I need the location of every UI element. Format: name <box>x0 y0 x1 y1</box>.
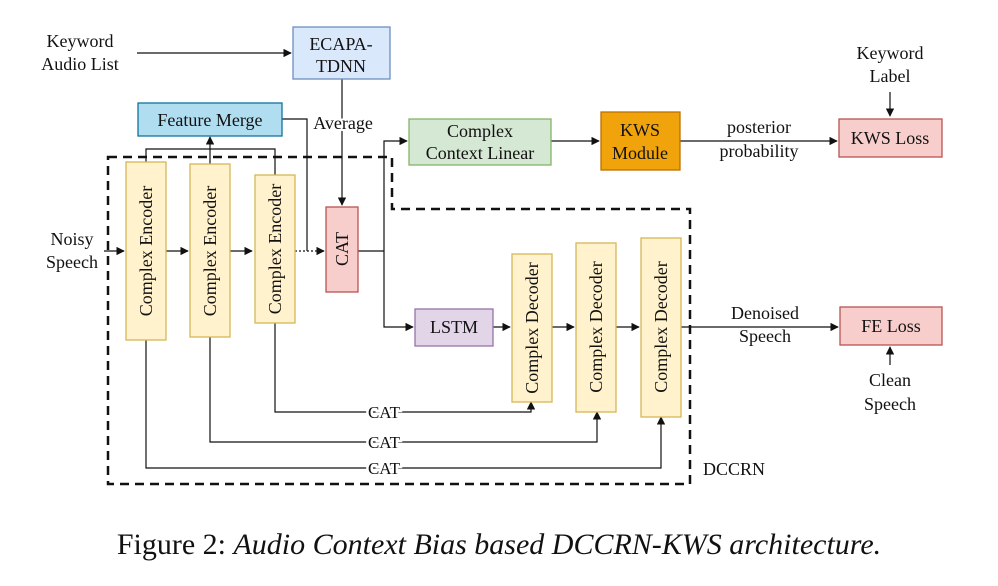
lstm-block <box>414 308 494 347</box>
line-encoder1-tap <box>145 148 210 162</box>
clean-speech-line2: Speech <box>864 394 916 414</box>
skip-cat-label-1: CAT <box>368 403 401 422</box>
context-linear-line1: Complex <box>447 121 513 141</box>
fe-loss-label: FE Loss <box>861 316 921 336</box>
denoised-speech-line1: Denoised <box>731 303 799 323</box>
ecapa-tdnn-line2: TDNN <box>316 56 366 76</box>
skip-cat-label-2: CAT <box>368 433 401 452</box>
caption-title: Audio Context Bias based DCCRN-KWS archi… <box>233 528 882 561</box>
ecapa-tdnn-block <box>292 26 391 80</box>
cat-block <box>325 206 359 293</box>
arrow-cat-to-lstm <box>383 251 414 332</box>
complex-encoder-2 <box>189 163 231 338</box>
skip-encoder2-to-decoder2 <box>209 337 602 443</box>
kws-module-block <box>600 111 681 171</box>
kws-loss-block <box>838 118 943 158</box>
kws-module-line1: KWS <box>620 120 660 140</box>
complex-encoder-1 <box>125 161 167 341</box>
decoder-2-label: Complex Decoder <box>586 261 606 392</box>
complex-context-linear-block <box>408 118 552 166</box>
feature-merge-block <box>137 102 283 137</box>
keyword-label-line2: Label <box>870 66 911 86</box>
noisy-speech-line1: Noisy <box>50 229 93 249</box>
denoised-speech-line2: Speech <box>739 326 791 346</box>
keyword-audio-list-line1: Keyword <box>47 31 114 51</box>
encoder-3-label: Complex Encoder <box>265 184 285 314</box>
fe-loss-block <box>839 306 943 346</box>
clean-speech-line1: Clean <box>869 370 911 390</box>
posterior-line2: probability <box>720 141 799 161</box>
complex-decoder-2 <box>575 242 617 413</box>
skip-cat-label-3: CAT <box>368 459 401 478</box>
decoder-1-label: Complex Decoder <box>522 262 542 393</box>
encoder-1-label: Complex Encoder <box>136 186 156 316</box>
complex-decoder-1 <box>511 253 553 403</box>
arrow-cat-to-context-linear <box>383 136 408 251</box>
skip-encoder3-to-decoder1 <box>274 323 536 413</box>
posterior-line1: posterior <box>727 117 791 137</box>
line-encoder3-tap <box>210 148 276 175</box>
line-feature-merge-to-cat <box>282 118 308 251</box>
encoder-2-label: Complex Encoder <box>200 186 220 316</box>
kws-loss-label: KWS Loss <box>851 128 930 148</box>
complex-decoder-3 <box>640 237 682 418</box>
skip-encoder1-to-decoder3 <box>145 340 666 469</box>
dccrn-region-border <box>106 155 692 486</box>
context-linear-line2: Context Linear <box>426 143 534 163</box>
ecapa-tdnn-line1: ECAPA- <box>309 34 372 54</box>
decoder-3-label: Complex Decoder <box>651 261 671 392</box>
caption-prefix: Figure 2: <box>116 528 234 561</box>
keyword-label-line1: Keyword <box>857 43 924 63</box>
figure-caption: Figure 2: Audio Context Bias based DCCRN… <box>0 528 998 562</box>
complex-encoder-3 <box>254 174 296 324</box>
dccrn-label: DCCRN <box>703 459 765 479</box>
cat-block-label: CAT <box>332 232 352 266</box>
keyword-audio-list-line2: Audio List <box>41 54 119 74</box>
kws-module-line2: Module <box>612 143 668 163</box>
lstm-label: LSTM <box>430 317 478 337</box>
average-label: Average <box>313 113 373 133</box>
noisy-speech-line2: Speech <box>46 252 98 272</box>
feature-merge-label: Feature Merge <box>157 110 262 130</box>
